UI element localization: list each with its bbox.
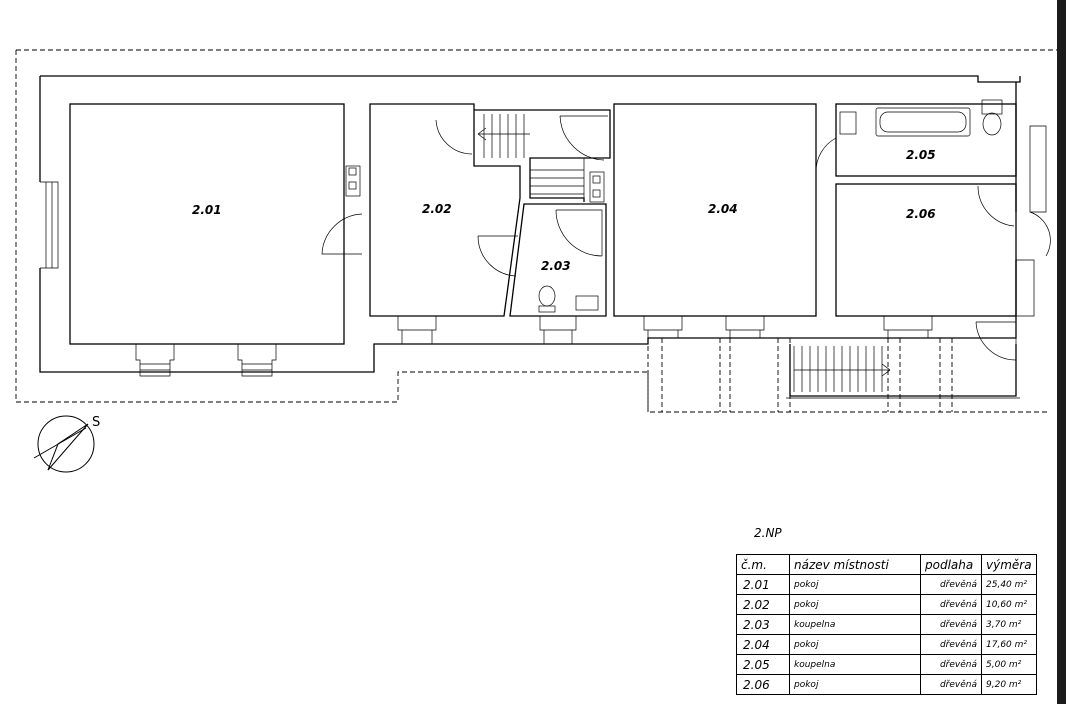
staircase-outline xyxy=(474,109,611,202)
header-name: název místnosti xyxy=(789,554,921,575)
room-2-06-outline xyxy=(835,183,1017,317)
external-stair xyxy=(789,344,1017,397)
room-label-2-04: 2.04 xyxy=(708,202,738,216)
cell-floor: dřevěná xyxy=(920,674,982,695)
cell-name: koupelna xyxy=(789,654,921,675)
outer-footprint-dashed xyxy=(15,49,1058,413)
porch-dashed xyxy=(647,338,953,412)
cell-number: 2.01 xyxy=(736,574,790,595)
cell-floor: dřevěná xyxy=(920,614,982,635)
cell-area: 25,40 m² xyxy=(981,574,1037,595)
table-row: 2.04 pokoj dřevěná 17,60 m² xyxy=(736,634,1037,655)
compass-icon xyxy=(33,415,95,473)
table-row: 2.03 koupelna dřevěná 3,70 m² xyxy=(736,614,1037,635)
room-label-2-03: 2.03 xyxy=(541,259,571,273)
cell-number: 2.02 xyxy=(736,594,790,615)
toilet-2-05 xyxy=(982,112,1002,136)
shower xyxy=(555,209,603,257)
cell-area: 9,20 m² xyxy=(981,674,1037,695)
window-edge-border xyxy=(1057,0,1066,704)
table-header-row: č.m. název místnosti podlaha výměra xyxy=(736,554,1037,575)
room-2-03-outline xyxy=(509,203,607,317)
compass-letter: S xyxy=(92,415,100,430)
room-label-2-01: 2.01 xyxy=(192,203,222,217)
room-label-2-02: 2.02 xyxy=(422,202,452,216)
cell-name: koupelna xyxy=(789,614,921,635)
floor-title: 2.NP xyxy=(754,526,782,540)
header-floor: podlaha xyxy=(920,554,982,575)
cell-area: 5,00 m² xyxy=(981,654,1037,675)
room-2-02-outline xyxy=(369,103,521,317)
table-row: 2.06 pokoj dřevěná 9,20 m² xyxy=(736,674,1037,695)
cell-number: 2.06 xyxy=(736,674,790,695)
cell-floor: dřevěná xyxy=(920,574,982,595)
window-west xyxy=(40,181,59,269)
table-row: 2.01 pokoj dřevěná 25,40 m² xyxy=(736,574,1037,595)
cell-number: 2.04 xyxy=(736,634,790,655)
room-schedule-table: č.m. název místnosti podlaha výměra 2.01… xyxy=(736,554,1037,695)
sink-2-05 xyxy=(839,111,857,135)
room-label-2-06: 2.06 xyxy=(906,207,936,221)
staircase-steps xyxy=(477,114,585,198)
table-row: 2.05 koupelna dřevěná 5,00 m² xyxy=(736,654,1037,675)
room-label-2-05: 2.05 xyxy=(906,148,936,162)
table-row: 2.02 pokoj dřevěná 10,60 m² xyxy=(736,594,1037,615)
cell-area: 3,70 m² xyxy=(981,614,1037,635)
cell-name: pokoj xyxy=(789,674,921,695)
door-2-01-2-02 xyxy=(321,213,363,256)
sink-2-03 xyxy=(575,295,599,311)
header-number: č.m. xyxy=(736,554,790,575)
toilet-2-03 xyxy=(538,285,556,307)
window-2-01-b xyxy=(237,344,277,377)
cell-area: 10,60 m² xyxy=(981,594,1037,615)
room-2-05-outline xyxy=(835,103,1017,177)
cell-floor: dřevěná xyxy=(920,634,982,655)
window-2-01-a xyxy=(135,344,175,377)
room-2-04-outline xyxy=(613,103,817,317)
header-area: výměra xyxy=(981,554,1037,575)
cell-area: 17,60 m² xyxy=(981,634,1037,655)
cell-floor: dřevěná xyxy=(920,594,982,615)
room-2-01-outline xyxy=(69,103,345,345)
outer-wall xyxy=(39,75,1021,373)
cell-number: 2.03 xyxy=(736,614,790,635)
cell-name: pokoj xyxy=(789,594,921,615)
cell-number: 2.05 xyxy=(736,654,790,675)
chimney-b xyxy=(589,171,605,203)
cell-floor: dřevěná xyxy=(920,654,982,675)
cell-name: pokoj xyxy=(789,634,921,655)
chimney-a xyxy=(345,165,361,197)
cell-name: pokoj xyxy=(789,574,921,595)
bathtub xyxy=(875,107,971,137)
